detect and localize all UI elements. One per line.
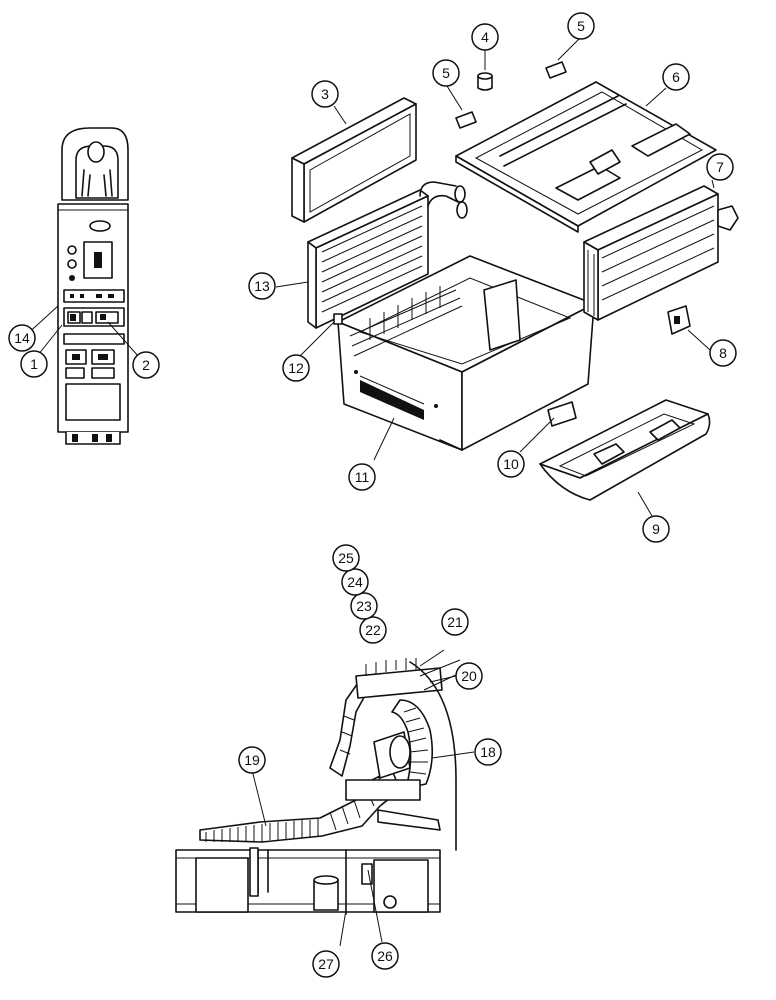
callout-25: 25 (332, 544, 360, 572)
svg-text:22: 22 (365, 622, 381, 638)
callout-1: 1 (20, 350, 48, 378)
svg-text:25: 25 (338, 550, 354, 566)
callout-18: 18 (474, 738, 502, 766)
svg-text:2: 2 (142, 357, 150, 373)
svg-text:20: 20 (461, 668, 477, 684)
svg-text:11: 11 (355, 469, 370, 485)
svg-text:24: 24 (347, 574, 363, 590)
callout-26: 26 (371, 942, 399, 970)
callout-22: 22 (359, 616, 387, 644)
svg-text:14: 14 (14, 330, 30, 346)
heater-assembly-exploded (291, 61, 739, 501)
control-console (57, 127, 129, 445)
callout-6: 6 (662, 63, 690, 91)
svg-text:18: 18 (480, 744, 496, 760)
callout-5: 5 (432, 59, 460, 87)
callout-3: 3 (311, 80, 339, 108)
callout-27: 27 (312, 950, 340, 978)
svg-text:10: 10 (503, 456, 519, 472)
callout-7: 7 (706, 153, 734, 181)
callout-8: 8 (709, 339, 737, 367)
callout-12: 12 (282, 354, 310, 382)
callout-14: 14 (8, 324, 36, 352)
callout-10: 10 (497, 450, 525, 478)
svg-text:19: 19 (244, 752, 260, 768)
callout-4: 4 (471, 23, 499, 51)
svg-text:5: 5 (442, 65, 450, 81)
svg-text:9: 9 (652, 521, 660, 537)
svg-text:1: 1 (30, 356, 38, 372)
duct-assembly (175, 658, 463, 915)
svg-text:3: 3 (321, 86, 329, 102)
svg-text:4: 4 (481, 29, 489, 45)
svg-text:12: 12 (288, 360, 304, 376)
callout-13: 13 (248, 272, 276, 300)
svg-text:26: 26 (377, 948, 393, 964)
callout-21: 21 (441, 608, 469, 636)
callout-20: 20 (455, 662, 483, 690)
callout-23: 23 (350, 592, 378, 620)
callout-24: 24 (341, 568, 369, 596)
svg-text:7: 7 (716, 159, 724, 175)
svg-text:27: 27 (318, 956, 334, 972)
svg-text:13: 13 (254, 278, 270, 294)
svg-text:6: 6 (672, 69, 680, 85)
callout-19: 19 (238, 746, 266, 774)
svg-text:8: 8 (719, 345, 727, 361)
callout-5: 5 (567, 12, 595, 40)
svg-text:21: 21 (447, 614, 463, 630)
callout-2: 2 (132, 351, 160, 379)
svg-text:5: 5 (577, 18, 585, 34)
svg-text:23: 23 (356, 598, 372, 614)
callout-11: 11 (348, 463, 376, 491)
callout-9: 9 (642, 515, 670, 543)
